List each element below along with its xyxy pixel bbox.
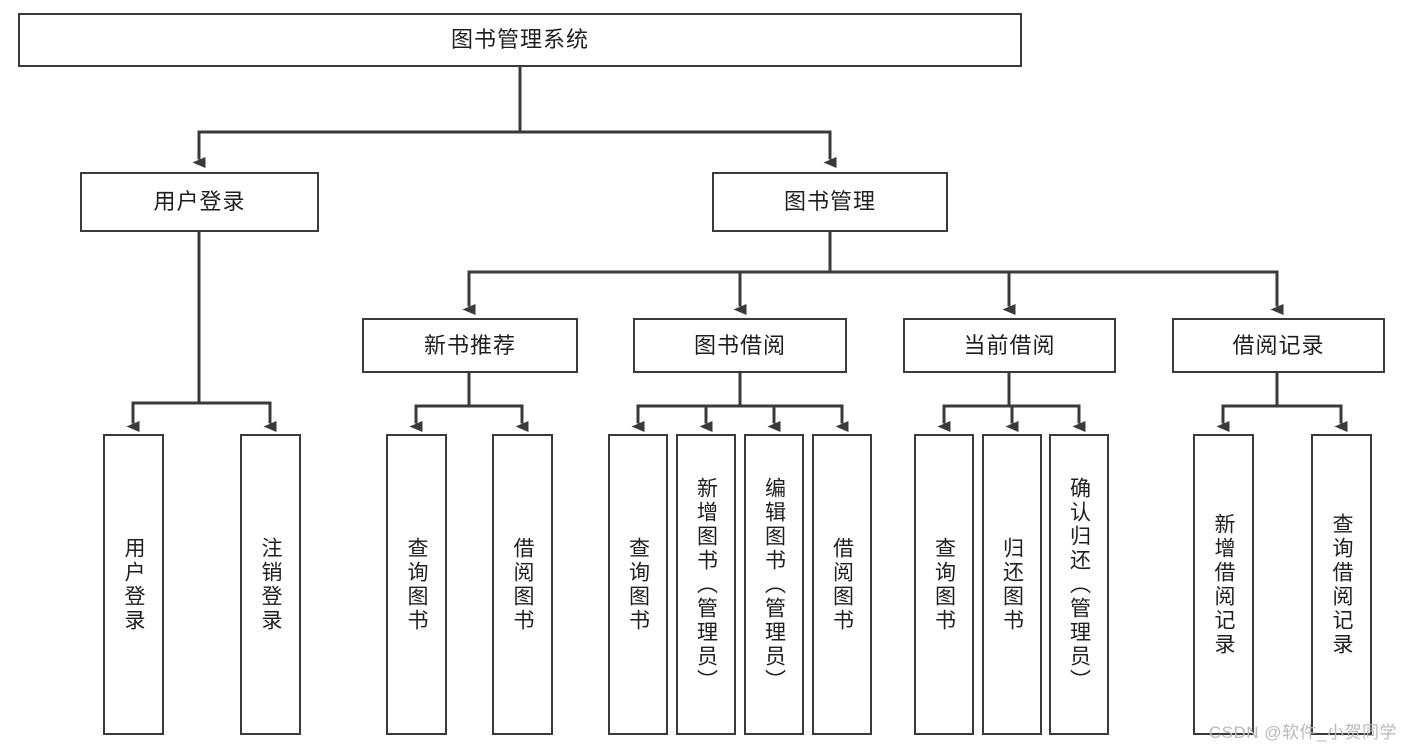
node-leaf-return-book-label: 归还图书: [1000, 536, 1024, 633]
node-borrow-record[interactable]: 借阅记录: [1172, 318, 1385, 373]
node-current-borrow-label: 当前借阅: [963, 332, 1056, 358]
node-root-label: 图书管理系统: [450, 27, 589, 53]
node-leaf-query-book-2[interactable]: 查询图书: [608, 434, 668, 735]
node-book-manage-label: 图书管理: [783, 189, 876, 215]
node-new-book-recommend[interactable]: 新书推荐: [362, 318, 578, 373]
node-current-borrow[interactable]: 当前借阅: [903, 318, 1116, 373]
node-book-manage[interactable]: 图书管理: [712, 172, 948, 232]
node-leaf-logout-login[interactable]: 注销登录: [240, 434, 301, 735]
node-book-borrow[interactable]: 图书借阅: [633, 318, 847, 373]
node-leaf-borrow-book-2-label: 借阅图书: [830, 536, 854, 633]
node-leaf-query-book-1-label: 查询图书: [405, 536, 429, 633]
node-leaf-query-book-3[interactable]: 查询图书: [914, 434, 974, 735]
node-leaf-return-book[interactable]: 归还图书: [982, 434, 1042, 735]
node-leaf-confirm-return-label: 确认归还（管理员）: [1067, 476, 1091, 693]
node-leaf-user-login[interactable]: 用户登录: [103, 434, 164, 735]
node-leaf-confirm-return[interactable]: 确认归还（管理员）: [1049, 434, 1109, 735]
node-leaf-query-book-3-label: 查询图书: [932, 536, 956, 633]
node-borrow-record-label: 借阅记录: [1232, 332, 1325, 358]
node-leaf-add-record[interactable]: 新增借阅记录: [1193, 434, 1254, 735]
node-leaf-query-record[interactable]: 查询借阅记录: [1311, 434, 1372, 735]
node-leaf-borrow-book-1[interactable]: 借阅图书: [492, 434, 553, 735]
csdn-watermark: CSDN @软件_小贺同学: [1208, 723, 1397, 742]
node-leaf-borrow-book-2[interactable]: 借阅图书: [812, 434, 872, 735]
node-leaf-query-book-1[interactable]: 查询图书: [386, 434, 447, 735]
node-leaf-borrow-book-1-label: 借阅图书: [511, 536, 535, 633]
node-leaf-add-book-label: 新增图书（管理员）: [694, 476, 718, 693]
node-leaf-query-record-label: 查询借阅记录: [1330, 512, 1354, 657]
node-new-book-recommend-label: 新书推荐: [423, 332, 516, 358]
node-leaf-logout-login-label: 注销登录: [259, 536, 283, 633]
node-book-borrow-label: 图书借阅: [693, 332, 786, 358]
node-leaf-edit-book[interactable]: 编辑图书（管理员）: [744, 434, 804, 735]
node-user-login[interactable]: 用户登录: [80, 172, 319, 232]
node-leaf-add-record-label: 新增借阅记录: [1212, 512, 1236, 657]
node-user-login-label: 用户登录: [153, 189, 246, 215]
node-leaf-user-login-label: 用户登录: [122, 536, 146, 633]
node-leaf-query-book-2-label: 查询图书: [626, 536, 650, 633]
node-root[interactable]: 图书管理系统: [18, 13, 1022, 67]
node-leaf-add-book[interactable]: 新增图书（管理员）: [676, 434, 736, 735]
node-leaf-edit-book-label: 编辑图书（管理员）: [762, 476, 786, 693]
